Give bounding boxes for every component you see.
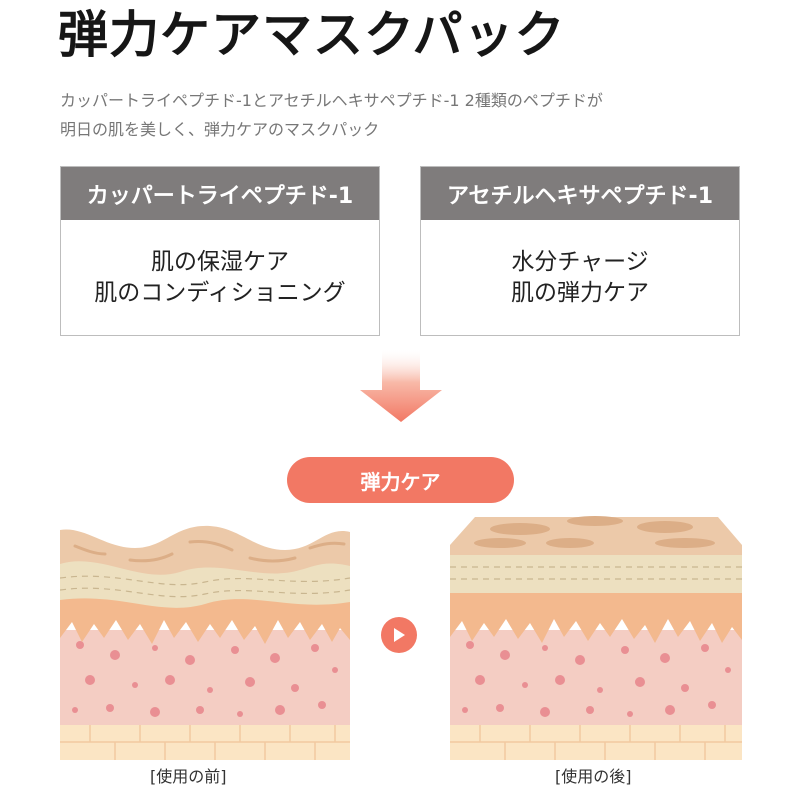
elasticity-care-pill: 弾力ケア (287, 457, 514, 503)
subtitle-line-1: カッパートライペプチド-1とアセチルヘキサペプチド-1 2種類のペプチドが (60, 91, 603, 110)
skin-before-illustration (59, 520, 351, 764)
skin-after-illustration (450, 515, 742, 764)
card-benefit: 肌のコンディショニング (94, 279, 346, 306)
caption-after: [使用の後] (555, 767, 632, 786)
peptide-card-copper: カッパートライペプチド-1 肌の保湿ケア 肌のコンディショニング (60, 166, 380, 336)
page-title: 弾力ケアマスクパック (58, 6, 566, 64)
card-benefit: 肌の弾力ケア (511, 279, 649, 306)
card-header: アセチルヘキサペプチド-1 (421, 167, 739, 220)
card-header: カッパートライペプチド-1 (61, 167, 379, 220)
peptide-card-acetyl: アセチルヘキサペプチド-1 水分チャージ 肌の弾力ケア (420, 166, 740, 336)
subtitle: カッパートライペプチド-1とアセチルヘキサペプチド-1 2種類のペプチドが 明日… (60, 86, 603, 144)
card-body: 肌の保湿ケア 肌のコンディショニング (61, 220, 379, 335)
card-body: 水分チャージ 肌の弾力ケア (421, 220, 739, 335)
card-benefit: 肌の保湿ケア (151, 248, 289, 275)
caption-before: [使用の前] (150, 767, 227, 786)
subtitle-line-2: 明日の肌を美しく、弾力ケアのマスクパック (60, 120, 380, 139)
card-benefit: 水分チャージ (511, 248, 649, 275)
play-arrow-icon (381, 617, 417, 653)
down-arrow-icon (360, 350, 442, 426)
